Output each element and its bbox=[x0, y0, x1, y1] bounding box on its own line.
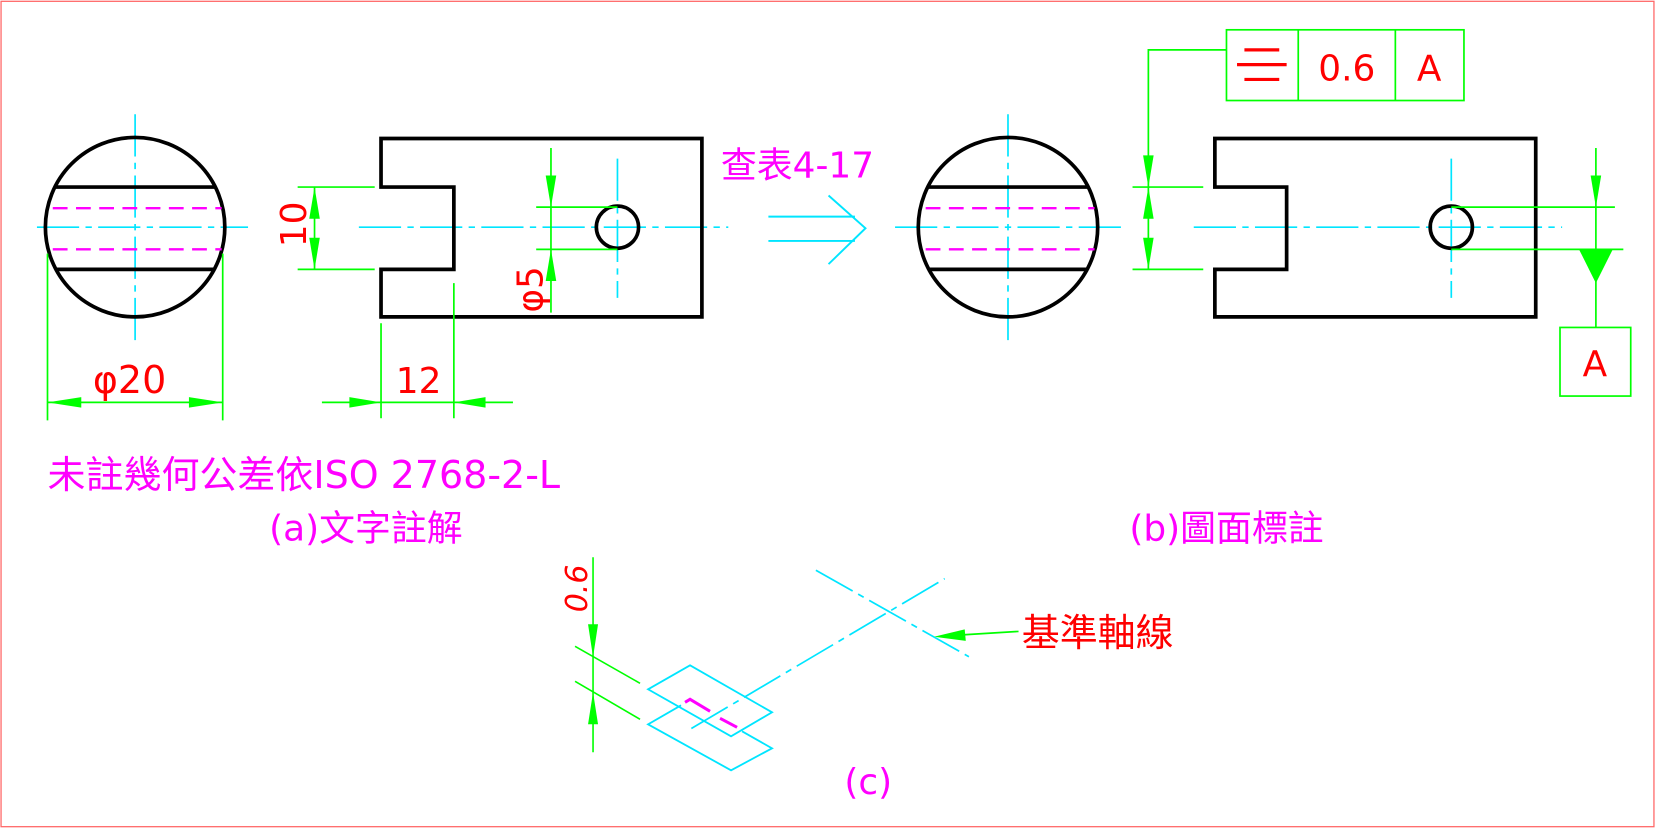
dimension-12: 12 bbox=[321, 283, 513, 419]
dim-text-diameter-20: φ20 bbox=[93, 358, 166, 402]
dimension-diameter-20: φ20 bbox=[46, 253, 224, 421]
panel-c: 0.6 基準軸線 (c) bbox=[560, 557, 1174, 803]
caption-a: (a)文字註解 bbox=[269, 509, 462, 550]
zone-tolerance-text: 0.6 bbox=[560, 565, 595, 613]
front-view bbox=[358, 136, 729, 319]
dimension-10: 10 bbox=[274, 186, 375, 271]
datum-box-label: A bbox=[1583, 344, 1608, 385]
dim-text-10: 10 bbox=[274, 202, 315, 248]
datum-feature: A bbox=[1451, 148, 1632, 397]
frame-datum: A bbox=[1417, 48, 1442, 89]
caption-c: (c) bbox=[844, 762, 892, 803]
panel-b: 0.6 A A (b)圖面標註 bbox=[895, 28, 1632, 550]
symmetry-symbol-icon bbox=[1237, 48, 1287, 81]
end-view-circle-b bbox=[895, 114, 1121, 341]
datum-axis: 基準軸線 bbox=[690, 569, 1174, 730]
frame-tolerance: 0.6 bbox=[1318, 48, 1375, 89]
implies-arrow-icon bbox=[768, 194, 867, 265]
lookup-table-label: 查表4-17 bbox=[721, 146, 874, 187]
datum-axis-label: 基準軸線 bbox=[1022, 611, 1174, 655]
end-view-circle bbox=[36, 114, 249, 341]
transition: 查表4-17 bbox=[721, 146, 874, 265]
dim-text-12: 12 bbox=[396, 361, 442, 402]
datum-triangle-icon bbox=[1579, 249, 1613, 284]
caption-b: (b)圖面標註 bbox=[1129, 509, 1323, 550]
front-view-b bbox=[1193, 136, 1563, 319]
leader-and-width-dimension bbox=[1132, 49, 1227, 271]
feature-control-frame: 0.6 A bbox=[1225, 28, 1465, 102]
dimension-diameter-5: φ5 bbox=[511, 148, 618, 313]
dim-text-diameter-5: φ5 bbox=[511, 266, 552, 313]
general-tolerance-note: 未註幾何公差依ISO 2768-2-L bbox=[47, 453, 560, 497]
panel-a: φ20 10 φ5 bbox=[36, 114, 729, 550]
